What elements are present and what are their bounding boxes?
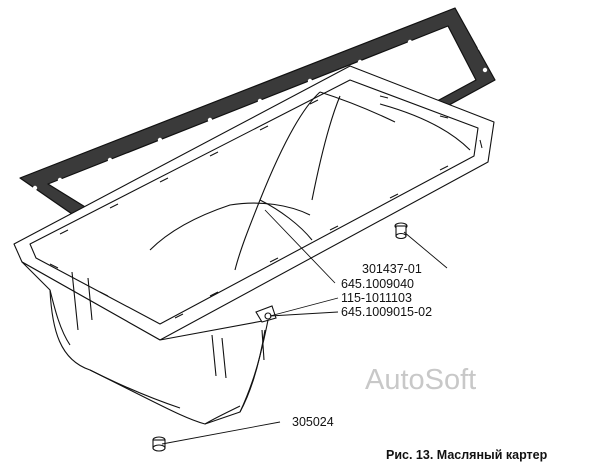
label-gasket: 645.1009040	[341, 277, 414, 291]
bracket	[255, 305, 277, 323]
figure-caption: Рис. 13. Масляный картер	[386, 448, 548, 462]
drain-plug	[152, 436, 166, 452]
bolt	[394, 222, 408, 240]
label-drain-plug: 305024	[292, 415, 334, 429]
label-plug: 115-1011103	[341, 291, 412, 305]
watermark: AutoSoft	[365, 364, 476, 396]
label-bolt: 301437-01	[362, 262, 422, 276]
oil-pan	[13, 65, 495, 425]
label-bracket: 645.1009015-02	[341, 305, 432, 319]
leader-lines	[161, 209, 448, 445]
